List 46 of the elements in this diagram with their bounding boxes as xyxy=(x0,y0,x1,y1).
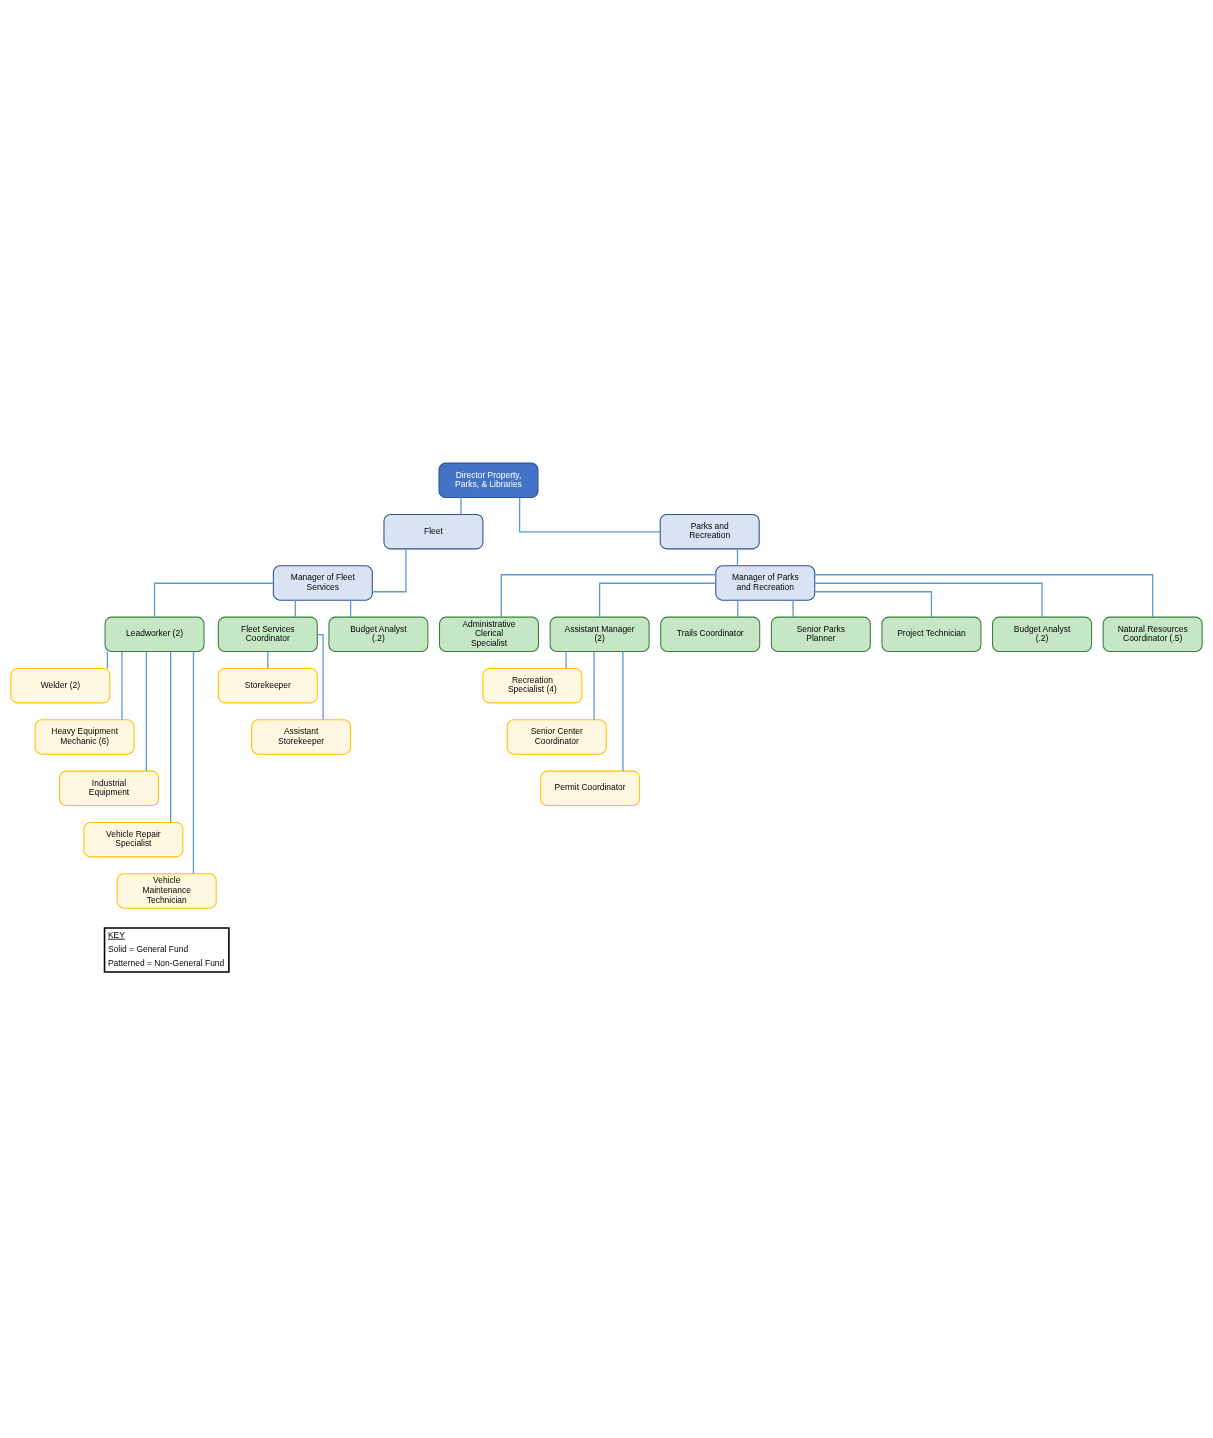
connector xyxy=(814,574,1154,618)
node-box: Administrative Clerical Specialist xyxy=(439,616,539,653)
node-box: Welder (2) xyxy=(10,667,111,704)
node-box: Vehicle Repair Specialist xyxy=(83,821,184,858)
node-box: Natural Resources Coordinator (.5) xyxy=(1102,616,1203,653)
node-box: Fleet Services Coordinator xyxy=(217,616,318,653)
node-box: Budget Analyst (.2) xyxy=(992,616,1093,653)
connector xyxy=(792,599,794,618)
connector xyxy=(598,582,717,618)
node-box: Leadworker (2) xyxy=(104,616,205,653)
connector xyxy=(170,651,172,824)
connector xyxy=(622,650,624,772)
connector xyxy=(145,650,147,772)
connector xyxy=(371,548,407,593)
connector xyxy=(565,650,567,670)
node-box: Vehicle Maintenance Technician xyxy=(116,873,217,909)
node-box: Manager of Parks and Recreation xyxy=(715,565,816,601)
connector xyxy=(121,651,123,721)
connector xyxy=(500,574,717,618)
node-box: Storekeeper xyxy=(217,667,318,704)
node-box: Industrial Equipment xyxy=(59,770,160,807)
node-box: Parks and Recreation xyxy=(659,513,760,550)
label: KEY xyxy=(107,929,125,940)
node-box: Assistant Storekeeper xyxy=(251,719,352,755)
node-box: Permit Coordinator xyxy=(540,770,641,807)
node-box: Director Property, Parks, & Libraries xyxy=(438,462,539,499)
label: Solid = General Fund xyxy=(107,944,189,955)
label: Patterned = Non-General Fund xyxy=(107,957,225,968)
node-box: Trails Coordinator xyxy=(660,616,761,653)
node-box: Assistant Manager (2) xyxy=(549,616,650,653)
connector xyxy=(153,582,274,618)
node-box: Fleet xyxy=(383,513,484,550)
node-box: Budget Analyst (.2) xyxy=(328,616,429,653)
node-box: Senior Parks Planner xyxy=(770,616,871,653)
connector xyxy=(460,496,462,516)
node-box: Heavy Equipment Mechanic (6) xyxy=(34,719,135,755)
connector xyxy=(192,650,195,875)
connector xyxy=(814,582,1043,618)
connector xyxy=(593,651,595,721)
node-box: Senior Center Coordinator xyxy=(506,719,607,755)
node-box: Recreation Specialist (4) xyxy=(482,667,583,704)
connector xyxy=(814,591,933,618)
node-box: Manager of Fleet Services xyxy=(272,565,373,601)
connector xyxy=(518,496,661,533)
node-box: Project Technician xyxy=(881,616,982,653)
connector xyxy=(316,633,324,721)
